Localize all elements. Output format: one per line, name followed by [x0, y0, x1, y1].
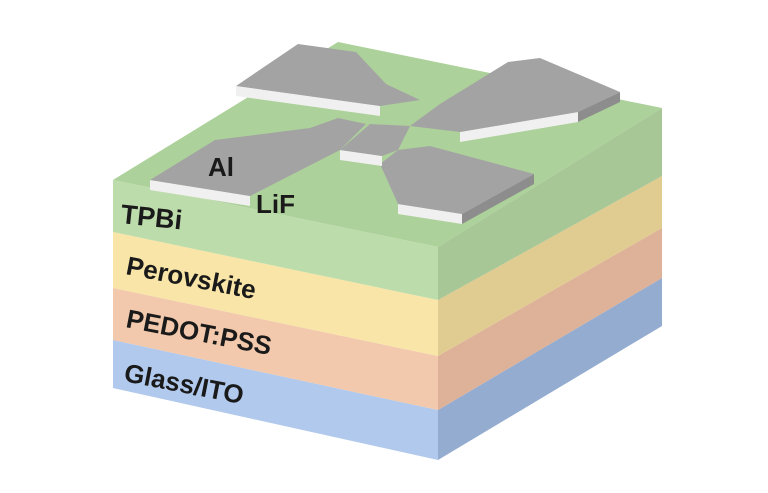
- layer-perovskite: [113, 176, 662, 356]
- label-al: Al: [208, 152, 234, 182]
- electrode-front-pad-edge2: [462, 174, 534, 224]
- glass-ito-side: [438, 278, 662, 460]
- tpbi-side: [438, 108, 662, 300]
- electrode-right-pad-edge: [460, 112, 578, 142]
- electrode-front-pad: [380, 146, 534, 214]
- electrode-right-pad-edge2: [578, 92, 620, 122]
- electrode-front-pad-edge: [398, 204, 462, 224]
- electrode-center-edge: [340, 150, 382, 166]
- label-tpbi: TPBi: [119, 199, 183, 235]
- perovskite-front: [113, 232, 438, 356]
- layer-glass-ito: [113, 278, 662, 460]
- electrode-back-pad-edge: [236, 86, 380, 116]
- electrode-right-pad: [410, 58, 620, 132]
- pedot-pss-front: [113, 288, 438, 410]
- electrode-center: [340, 124, 410, 156]
- perovskite-side: [438, 176, 662, 356]
- glass-ito-front: [113, 340, 438, 460]
- electrode-back-pad: [236, 44, 420, 106]
- tpbi-front: [113, 180, 438, 300]
- label-lif: LiF: [256, 189, 295, 219]
- layer-pedot-pss: [113, 228, 662, 410]
- pedot-pss-side: [438, 228, 662, 410]
- electrodes: [150, 44, 620, 224]
- electrode-left-pad: [150, 118, 366, 196]
- electrode-left-pad-edge: [150, 180, 250, 206]
